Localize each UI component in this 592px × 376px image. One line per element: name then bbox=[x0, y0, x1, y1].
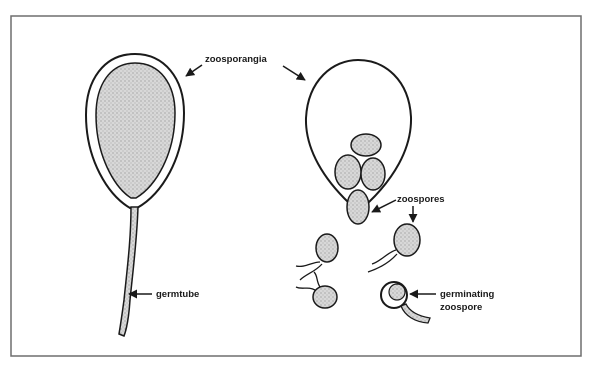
arrow-zoosporangia-right bbox=[283, 66, 305, 80]
label-zoospore: zoospore bbox=[440, 302, 482, 313]
label-germinating: germinating bbox=[440, 289, 495, 300]
germinating-zoospore bbox=[381, 282, 430, 323]
arrow-zoosporangia-left bbox=[186, 65, 202, 76]
zoospore-swimming-1 bbox=[296, 234, 338, 280]
zoospore-swimming-3 bbox=[368, 224, 420, 272]
label-zoospores: zoospores bbox=[397, 194, 445, 205]
zoosporangium-releasing bbox=[306, 60, 411, 224]
label-germtube: germtube bbox=[156, 289, 199, 300]
figure-frame bbox=[11, 16, 581, 356]
label-zoosporangia: zoosporangia bbox=[205, 54, 267, 65]
arrow-zoospores-left bbox=[372, 200, 396, 212]
